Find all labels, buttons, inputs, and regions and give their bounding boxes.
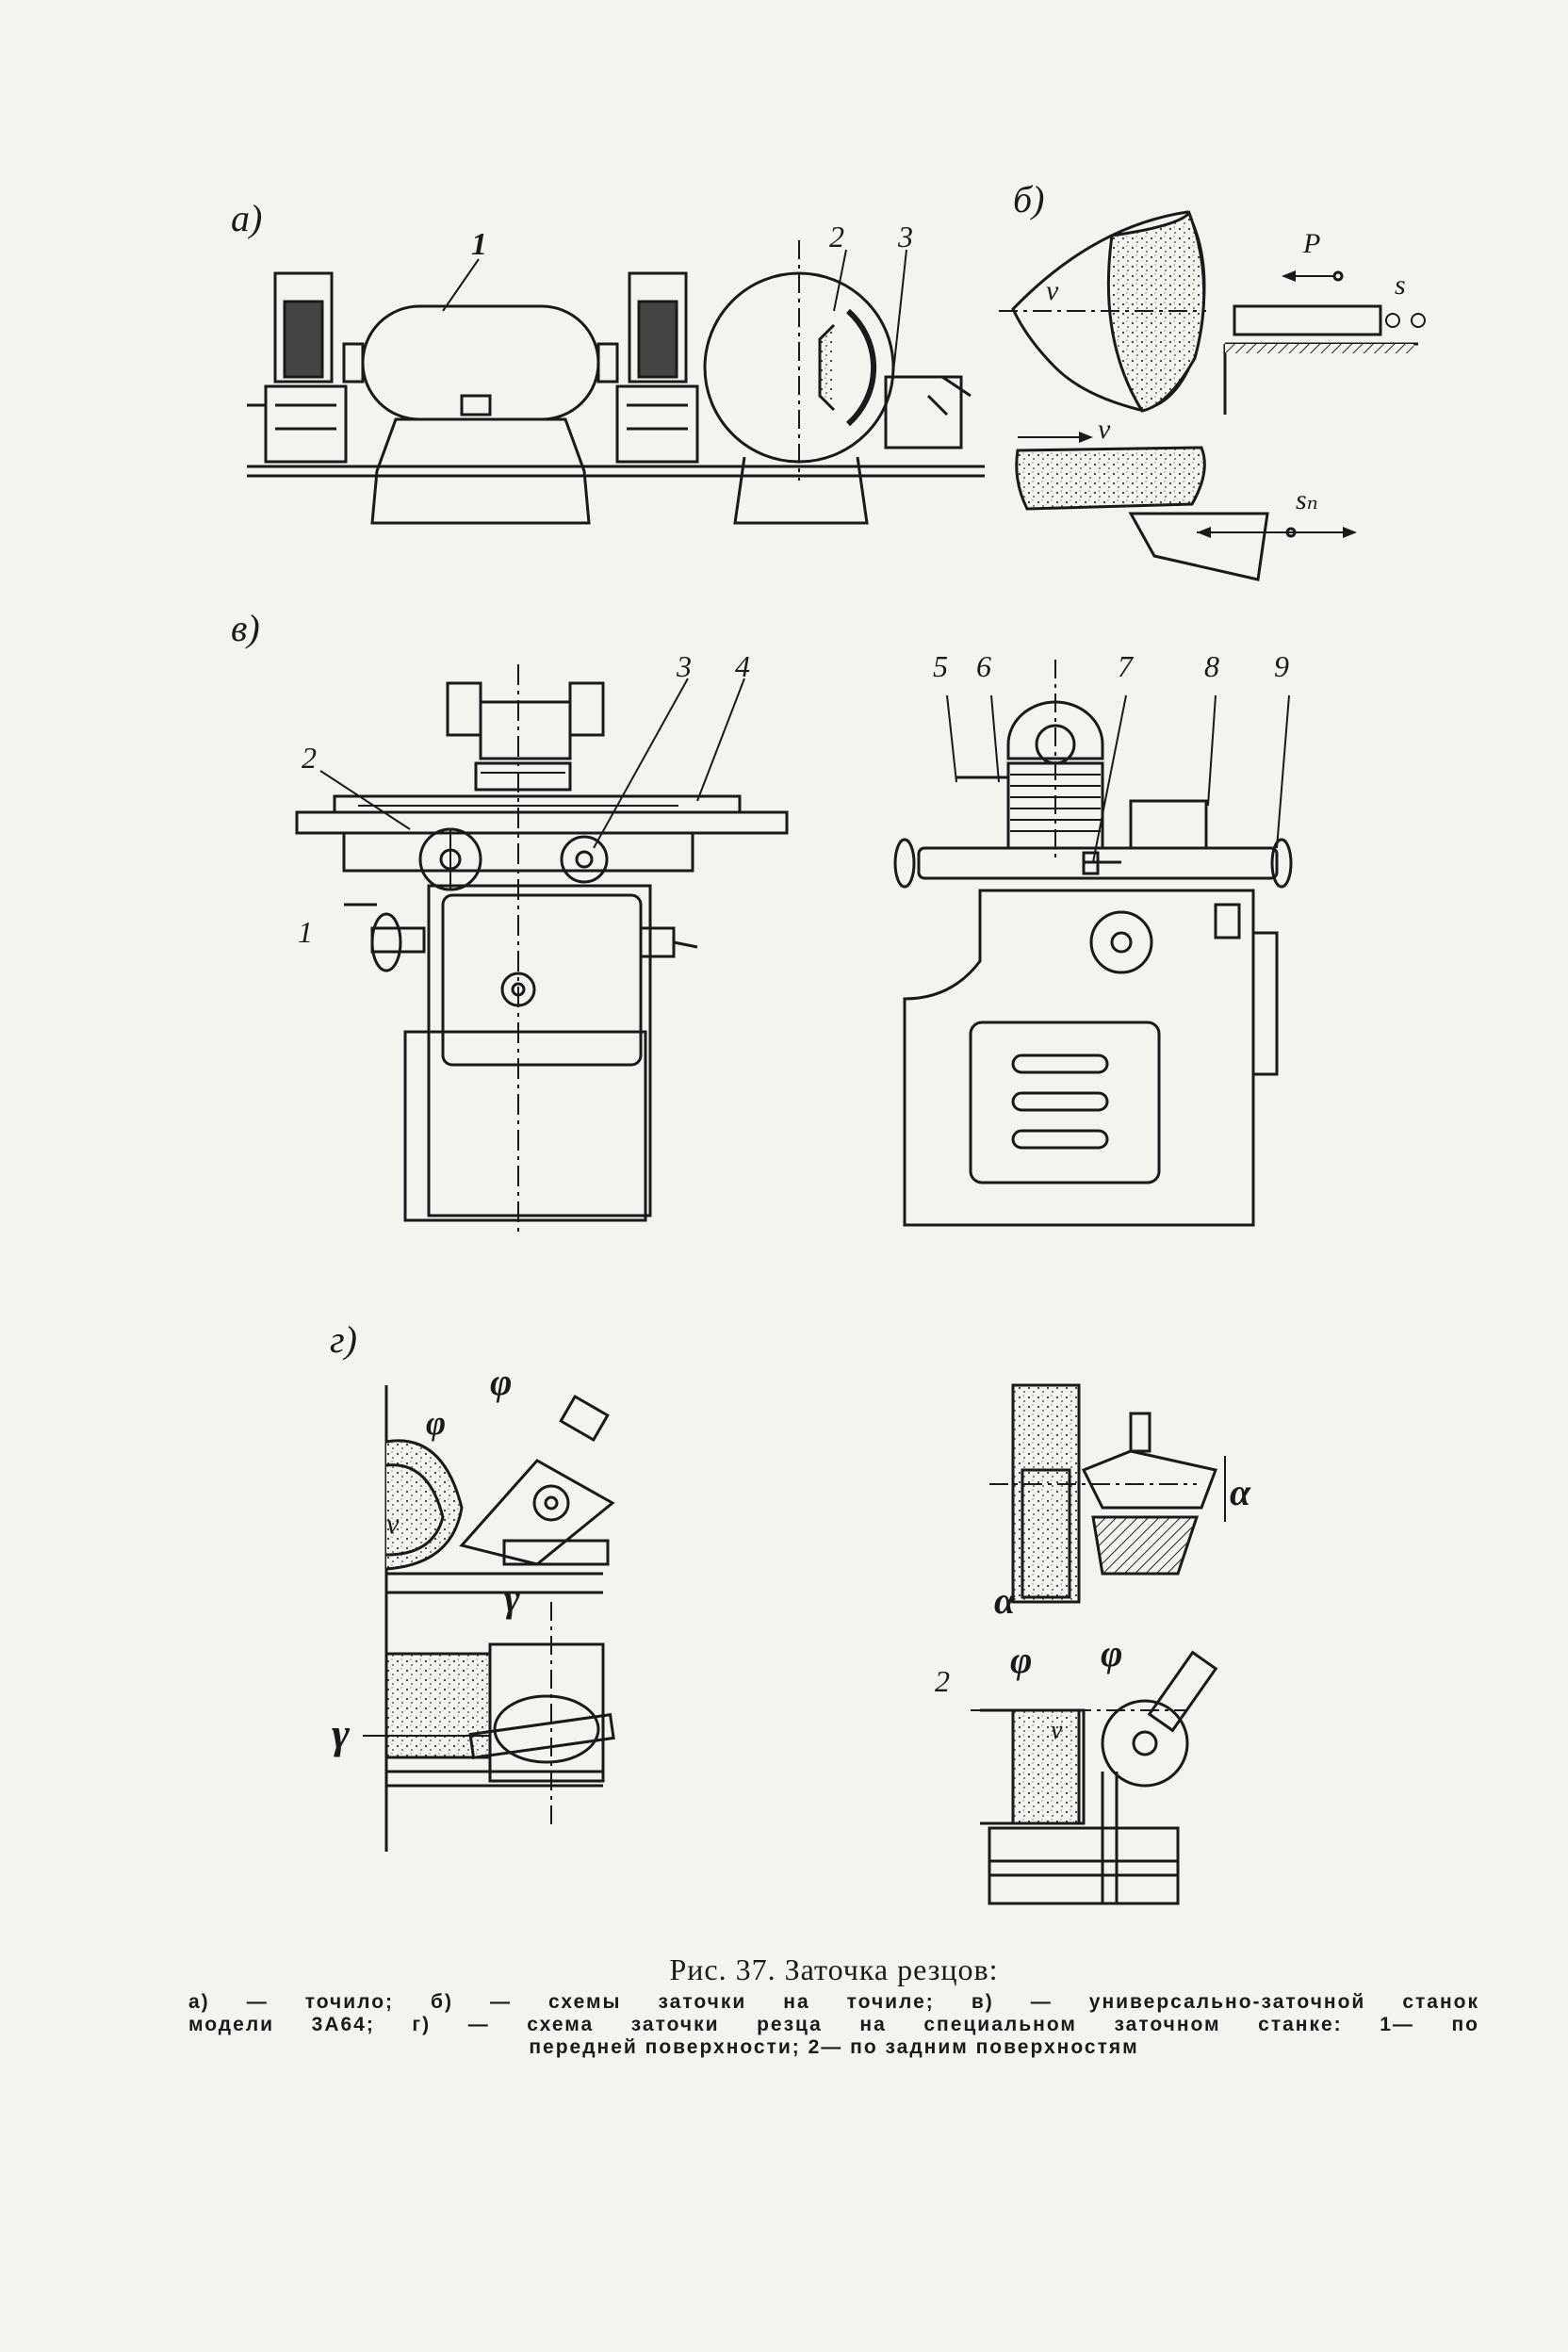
panel-v-number-3: 3 [676,649,692,683]
panel-g-symbol-v-1: v [386,1509,400,1540]
panel-b-symbol-v-top: v [1046,275,1059,306]
panel-v-number-5: 5 [933,649,948,683]
caption-line-1: а) — точило; б) — схемы заточки на точил… [188,1991,1479,2013]
panel-v-number-1: 1 [298,915,313,949]
panel-g-symbol-phi-2: φ [426,1404,446,1442]
panel-v-number-9: 9 [1274,649,1289,683]
panel-a-number-1: 1 [471,227,487,262]
panel-g-symbol-alpha-2: α [994,1579,1016,1622]
panel-v-number-6: 6 [976,649,991,683]
panel-g-symbol-gamma-1: γ [504,1577,520,1620]
panel-g-flank-faces [971,1383,1226,1905]
panel-v-number-2: 2 [302,741,317,775]
caption-line-2: модели 3А64; г) — схема заточки резца на… [188,2014,1479,2035]
panel-v-number-4: 4 [735,649,750,683]
panel-g-symbol-alpha-1: α [1230,1471,1251,1513]
panel-g-label: г) [330,1318,357,1361]
panel-a-number-3: 3 [897,220,913,253]
panel-g-symbol-v-2: v [1051,1716,1063,1745]
panel-g-rake-face [363,1385,615,1852]
panel-g-symbol-phi-3: φ [1010,1639,1032,1681]
caption-line-3: передней поверхности; 2— по задним повер… [529,2036,1139,2058]
panel-b-symbol-s: s [1395,270,1406,301]
panel-a-label: а) [231,197,262,239]
panel-b-label: б) [1013,178,1044,220]
panel-b-symbol-v-bottom: v [1098,414,1111,445]
panel-v-number-7: 7 [1118,649,1135,683]
panel-b-symbol-sn: sₙ [1296,484,1318,515]
panel-v-number-8: 8 [1204,649,1219,683]
caption-title: Рис. 37. Заточка резцов: [669,1952,999,1986]
panel-v-label: в) [231,607,260,649]
panel-v-front-view [295,664,789,1234]
panel-g-symbol-phi-4: φ [1101,1632,1122,1674]
panel-a-number-2: 2 [829,220,844,253]
panel-g-symbol-phi-1: φ [490,1361,512,1403]
figure-caption: Рис. 37. Заточка резцов: а) — точило; б)… [188,1952,1479,2059]
panel-b-symbol-p: P [1302,228,1320,259]
panel-g-symbol-gamma-2: γ [332,1709,351,1757]
panel-g-number-2: 2 [935,1664,950,1698]
panel-v-side-view [893,660,1293,1227]
panel-b-scheme [999,210,1426,581]
panel-a-grinder [247,240,985,525]
